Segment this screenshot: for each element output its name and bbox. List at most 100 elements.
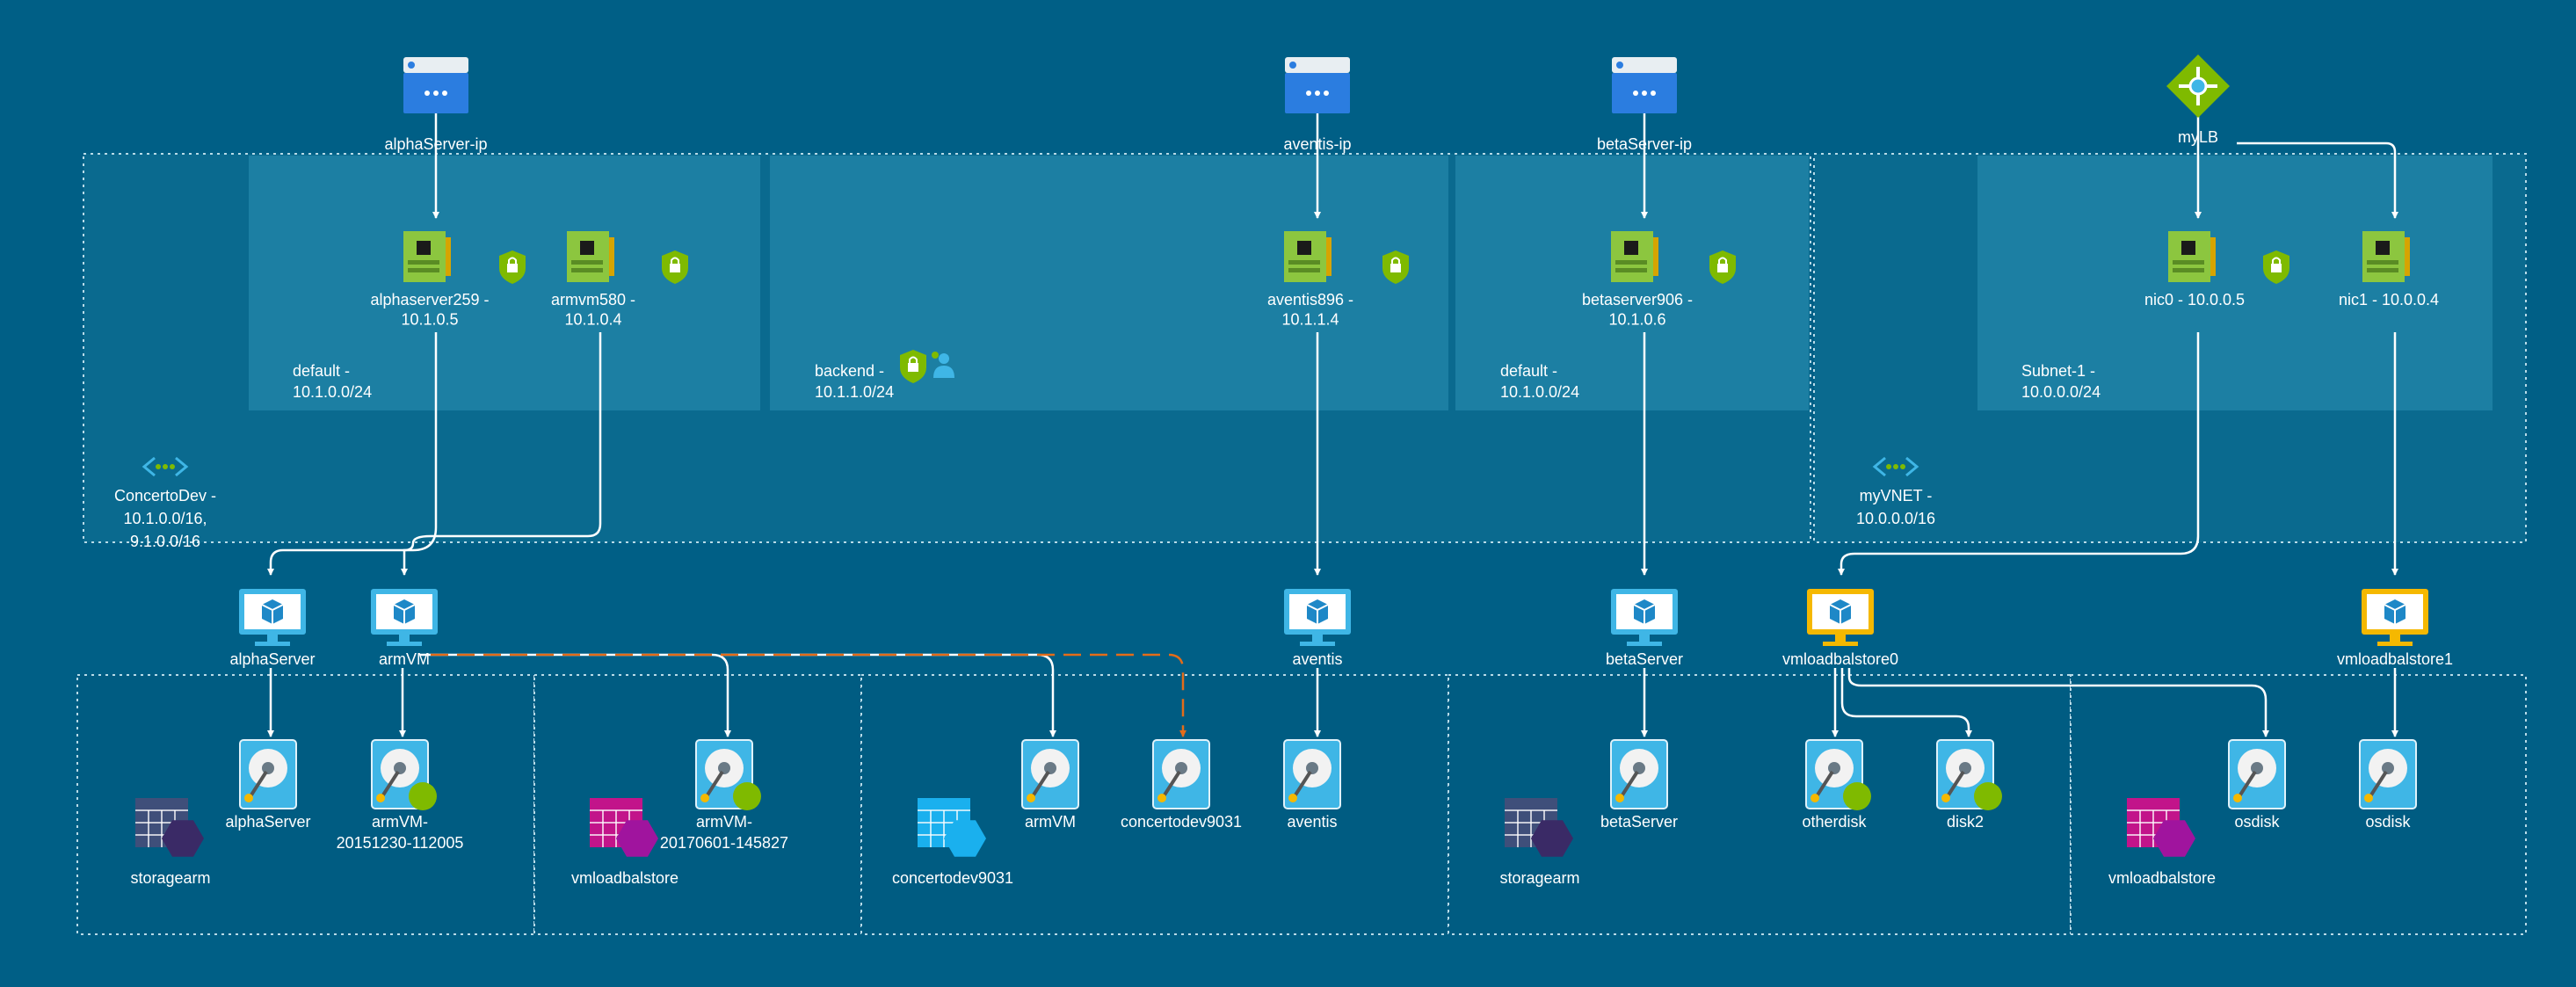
disk-label-line: 20151230-112005 bbox=[337, 834, 464, 852]
nic-label-line: 10.1.0.5 bbox=[401, 311, 458, 329]
nic-label: betaserver906 - 10.1.0.6 bbox=[1582, 291, 1693, 329]
subnet-subnet-1-box bbox=[1977, 156, 2493, 410]
disk-label-line: armVM bbox=[1025, 813, 1076, 831]
subnet-label-line: default - bbox=[1500, 362, 1557, 380]
route-users-icon bbox=[932, 352, 954, 378]
disk-d-disk2-icon bbox=[1936, 739, 2002, 810]
public-ip-betaserver-ip-icon bbox=[1612, 57, 1677, 113]
subnet-default-2-box bbox=[1455, 156, 1809, 410]
disk-label: concertodev9031 bbox=[1121, 813, 1242, 831]
vm-label: betaServer bbox=[1606, 650, 1683, 668]
disk-label-line: armVM- bbox=[372, 813, 428, 831]
nic-alphaserver259-icon bbox=[403, 231, 451, 282]
disk-label: armVM bbox=[1025, 813, 1076, 831]
disk-d-betaserver-icon bbox=[1610, 739, 1668, 809]
vnet-label: ConcertoDev -10.1.0.0/16,9.1.0.0/16 bbox=[114, 487, 216, 550]
subnet-label: backend - 10.1.1.0/24 bbox=[815, 362, 894, 401]
disk-label: disk2 bbox=[1947, 813, 1984, 831]
vnet-icon bbox=[1872, 456, 1919, 477]
nic-label: nic0 - 10.0.0.5 bbox=[2144, 291, 2245, 308]
nic-label-line: 10.1.0.6 bbox=[1608, 311, 1665, 329]
nic-label-line: aventis896 - bbox=[1267, 291, 1353, 308]
subnet-label-line: 10.1.0.0/24 bbox=[1500, 383, 1579, 401]
subnet-label-line: backend - bbox=[815, 362, 884, 380]
storage-label: vmloadbalstore bbox=[571, 869, 678, 887]
disk-label: otherdisk bbox=[1802, 813, 1867, 831]
nic-label: aventis896 - 10.1.1.4 bbox=[1267, 291, 1353, 329]
nic-aventis896-icon bbox=[1284, 231, 1332, 282]
subnet-label-line: 10.1.0.0/24 bbox=[293, 383, 372, 401]
disk-d-armvm-icon bbox=[1021, 739, 1079, 809]
vnet-icon bbox=[141, 456, 189, 477]
vm-label: aventis bbox=[1292, 650, 1342, 668]
vnet-label-line: ConcertoDev - bbox=[114, 487, 216, 504]
disk-d-aventis-icon bbox=[1283, 739, 1341, 809]
link-armvm-disk2017 bbox=[420, 653, 731, 737]
nic-label-line: 10.1.1.4 bbox=[1281, 311, 1339, 329]
disk-label-line: 20170601-145827 bbox=[660, 834, 788, 852]
vm-armvm-icon bbox=[371, 589, 438, 646]
subnet-label-line: 10.1.1.0/24 bbox=[815, 383, 894, 401]
disk-label-line: osdisk bbox=[2365, 813, 2411, 831]
disk-label-line: concertodev9031 bbox=[1121, 813, 1242, 831]
storage-label: storagearm bbox=[1499, 869, 1579, 887]
disk-d-concertodev9031-icon bbox=[1152, 739, 1210, 809]
link-mylb-nic1 bbox=[2237, 142, 2398, 219]
disk-label: alphaServer bbox=[225, 813, 310, 831]
load-balancer-icon bbox=[2166, 54, 2230, 118]
vnet-label-line: 9.1.0.0/16 bbox=[130, 533, 200, 550]
subnet-label: Subnet-1 -10.0.0.0/24 bbox=[2021, 362, 2101, 401]
vm-label: vmloadbalstore1 bbox=[2337, 650, 2453, 668]
link-nic-armvm bbox=[401, 332, 602, 576]
public-ip-label: betaServer-ip bbox=[1597, 135, 1692, 153]
storage-label: vmloadbalstore bbox=[2108, 869, 2216, 887]
vm-vmloadbalstore1-icon bbox=[2362, 589, 2428, 646]
nic-label-line: betaserver906 - bbox=[1582, 291, 1693, 308]
nic-label-line: alphaserver259 - bbox=[370, 291, 489, 308]
disk-label: osdisk bbox=[2365, 813, 2411, 831]
vm-label: vmloadbalstore0 bbox=[1782, 650, 1898, 668]
disk-label-line: aventis bbox=[1287, 813, 1337, 831]
nsg-shield-icon bbox=[900, 350, 926, 383]
vm-label: armVM bbox=[379, 650, 430, 668]
vm-aventis-icon bbox=[1284, 589, 1351, 646]
disk-label-line: armVM- bbox=[696, 813, 752, 831]
storage-sa-storagearm-1-icon bbox=[135, 798, 204, 857]
vnet-label: myVNET - 10.0.0.0/16 bbox=[1856, 487, 1935, 527]
public-ip-aventis-ip-icon bbox=[1285, 57, 1350, 113]
disk-label-line: osdisk bbox=[2234, 813, 2280, 831]
nic-label: armvm580 -10.1.0.4 bbox=[551, 291, 635, 329]
nsg-shield-icon bbox=[1382, 250, 1409, 284]
vm-label: alphaServer bbox=[229, 650, 315, 668]
link-vmloadbalstore0-osdisk1 bbox=[1847, 668, 2269, 737]
nic-betaserver906-icon bbox=[1611, 231, 1658, 282]
vnet-label-line: myVNET - bbox=[1860, 487, 1933, 504]
nic-label-line: nic1 - 10.0.0.4 bbox=[2339, 291, 2439, 308]
public-ip-label: aventis-ip bbox=[1283, 135, 1351, 153]
disk-label: armVM- 20170601-145827 bbox=[660, 813, 788, 852]
storage-label: concertodev9031 bbox=[892, 869, 1013, 887]
nsg-shield-icon bbox=[499, 250, 526, 284]
public-ip-alphaserver-ip-icon bbox=[403, 57, 468, 113]
nic-nic0-icon bbox=[2168, 231, 2216, 282]
storage-sa-storagearm-2-icon bbox=[1505, 798, 1573, 857]
disk-label-line: otherdisk bbox=[1802, 813, 1867, 831]
link-armvm-concertodev9031-dashed bbox=[431, 653, 1186, 737]
subnet-label: default -10.1.0.0/24 bbox=[293, 362, 372, 401]
vm-vmloadbalstore0-icon bbox=[1807, 589, 1874, 646]
link-vmloadbalstore0-disk2 bbox=[1840, 668, 1972, 737]
disk-label-line: disk2 bbox=[1947, 813, 1984, 831]
nic-label-line: 10.1.0.4 bbox=[564, 311, 621, 329]
link-nic0-vmloadbalstore0 bbox=[1838, 332, 2200, 576]
nsg-shield-icon bbox=[2263, 250, 2289, 284]
disk-d-otherdisk-icon bbox=[1805, 739, 1871, 810]
subnet-label-line: Subnet-1 - bbox=[2021, 362, 2095, 380]
public-ip-label: alphaServer-ip bbox=[384, 135, 487, 153]
disk-d-osdisk-1-icon bbox=[2228, 739, 2286, 809]
nic-label: nic1 - 10.0.0.4 bbox=[2339, 291, 2439, 308]
nsg-shield-icon bbox=[662, 250, 688, 284]
disk-label-line: betaServer bbox=[1600, 813, 1678, 831]
vnet-label-line: 10.0.0.0/16 bbox=[1856, 510, 1935, 527]
vm-alphaserver-icon bbox=[239, 589, 306, 646]
nic-armvm580-icon bbox=[567, 231, 614, 282]
